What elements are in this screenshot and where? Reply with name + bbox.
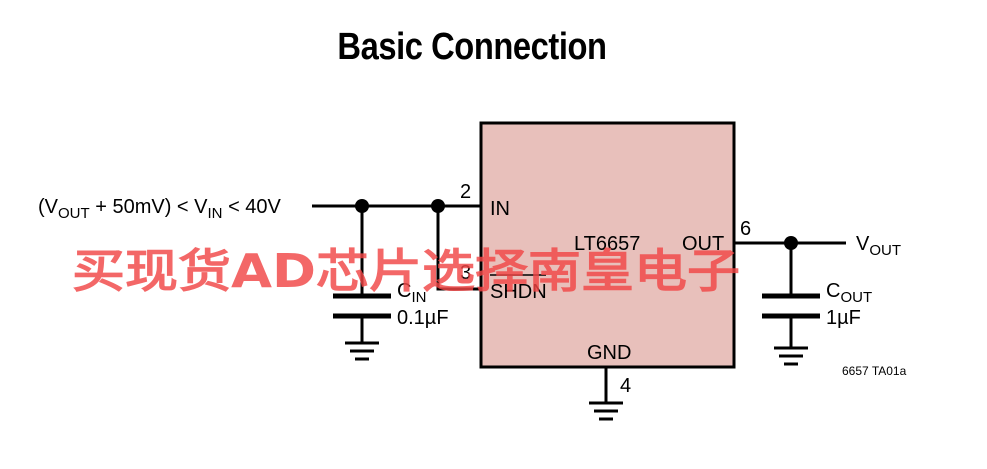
pin-out-label: OUT bbox=[682, 233, 724, 255]
pin-gnd-label: GND bbox=[587, 342, 631, 364]
pin-shdn-label: SHDN bbox=[490, 281, 547, 303]
pin-2-number: 2 bbox=[460, 181, 471, 203]
cin-value: 0.1µF bbox=[397, 307, 449, 329]
figure-id: 6657 TA01a bbox=[842, 364, 907, 378]
ic-part-number: LT6657 bbox=[574, 233, 640, 255]
watermark-text: 买现货AD芯片选择南皇电子 bbox=[72, 244, 740, 298]
cout-value: 1µF bbox=[826, 307, 861, 329]
cin-ground-icon bbox=[345, 341, 379, 361]
ic-ground-icon bbox=[589, 401, 623, 421]
vout-label: VOUT bbox=[856, 233, 901, 259]
ic-body bbox=[479, 121, 736, 369]
cin-label: CIN bbox=[397, 280, 426, 306]
pin-in-label: IN bbox=[490, 198, 510, 220]
cout-ground-icon bbox=[774, 346, 808, 366]
input-condition-label: (VOUT + 50mV) < VIN < 40V bbox=[38, 196, 282, 222]
pin-6-number: 6 bbox=[740, 218, 751, 240]
pin-4-number: 4 bbox=[620, 375, 631, 397]
cin-capacitor-symbol bbox=[333, 206, 391, 343]
cout-capacitor-symbol bbox=[762, 243, 820, 348]
cout-label: COUT bbox=[826, 280, 872, 306]
shdn-wire bbox=[436, 206, 481, 291]
page-title: Basic Connection bbox=[337, 26, 607, 68]
pin-3-number: 3 bbox=[460, 262, 471, 284]
